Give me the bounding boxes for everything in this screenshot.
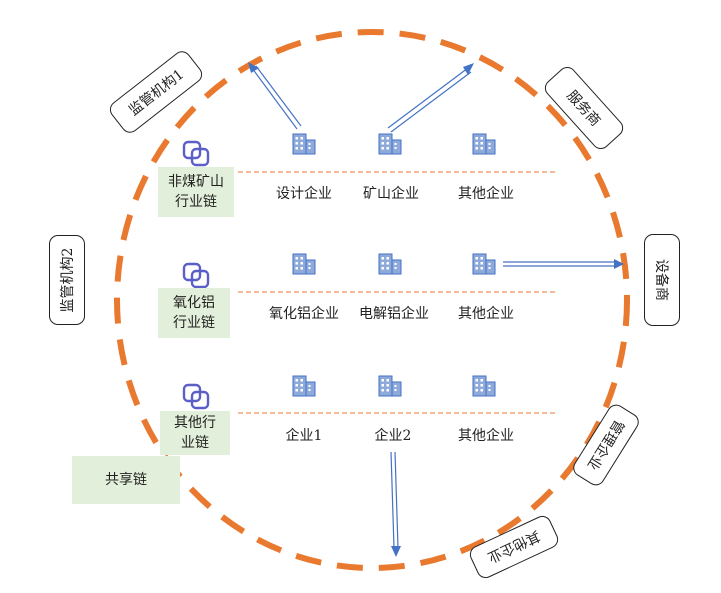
chain-label-nonferrous-mining: 非煤矿山 行业链 bbox=[158, 167, 234, 217]
enterprise-label: 企业2 bbox=[375, 427, 412, 444]
office-building-icon bbox=[378, 253, 402, 275]
office-building-icon bbox=[292, 375, 316, 397]
enterprise-label: 其他企业 bbox=[458, 427, 514, 444]
chain-label-alumina: 氧化铝 行业链 bbox=[158, 288, 230, 338]
enterprise-label: 电解铝企业 bbox=[359, 305, 429, 322]
chain-icon bbox=[182, 140, 210, 167]
arrow-to-other-company bbox=[390, 451, 401, 557]
chain-label-line: 行业链 bbox=[175, 194, 217, 210]
chain-label-line: 非煤矿山 bbox=[168, 174, 224, 190]
enterprise-label: 矿山企业 bbox=[363, 185, 419, 202]
arrow-to-regulator1 bbox=[248, 62, 302, 130]
shared-chain-label: 共享链 bbox=[72, 456, 180, 504]
chain-icon bbox=[182, 262, 210, 289]
regulator2-node: 监管机构2 bbox=[49, 235, 85, 325]
blockchain-ring bbox=[114, 29, 630, 571]
enterprise-label: 其他企业 bbox=[458, 185, 514, 202]
office-building-icon bbox=[472, 253, 496, 275]
chain-icon bbox=[182, 383, 210, 410]
enterprise-label: 企业1 bbox=[286, 427, 323, 444]
office-building-icon bbox=[378, 375, 402, 397]
office-building-icon bbox=[292, 253, 316, 275]
arrow-to-service-provider bbox=[387, 63, 474, 133]
office-building-icon bbox=[378, 133, 402, 155]
chain-label-line: 行业链 bbox=[173, 315, 215, 331]
enterprise-label: 其他企业 bbox=[458, 305, 514, 322]
chain-label-other: 其他行 业链 bbox=[160, 411, 230, 455]
arrow-to-equipment-provider bbox=[503, 259, 624, 269]
office-building-icon bbox=[292, 133, 316, 155]
office-building-icon bbox=[472, 133, 496, 155]
chain-label-line: 氧化铝 bbox=[173, 295, 215, 311]
equipment-provider-node: 设备商 bbox=[644, 234, 680, 326]
chain-label-line: 业链 bbox=[181, 435, 209, 451]
office-building-icon bbox=[472, 375, 496, 397]
chain-label-line: 其他行 bbox=[174, 415, 216, 431]
enterprise-label: 设计企业 bbox=[276, 185, 332, 202]
enterprise-label: 氧化铝企业 bbox=[269, 305, 339, 322]
